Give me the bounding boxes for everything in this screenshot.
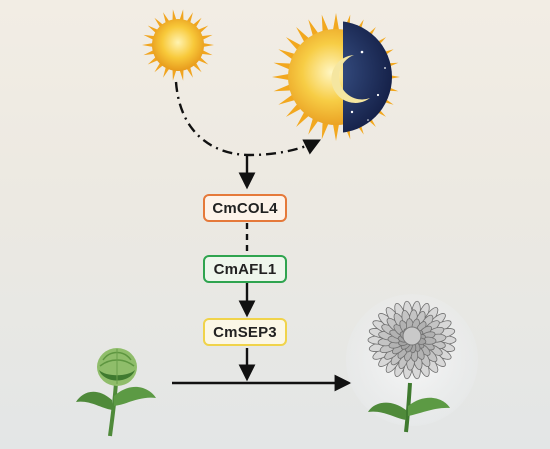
flower-bud-icon (76, 348, 156, 437)
photoperiod-arc (174, 81, 322, 157)
chrysanthemum-bloom-icon (346, 294, 478, 433)
gene-node-cmcol4: CmCOL4 (203, 194, 287, 222)
gene-node-cmafl1: CmAFL1 (203, 255, 287, 283)
gene-node-cmsep3: CmSEP3 (203, 318, 287, 346)
sun-icon (142, 9, 214, 81)
sun-moon-icon (272, 13, 400, 141)
